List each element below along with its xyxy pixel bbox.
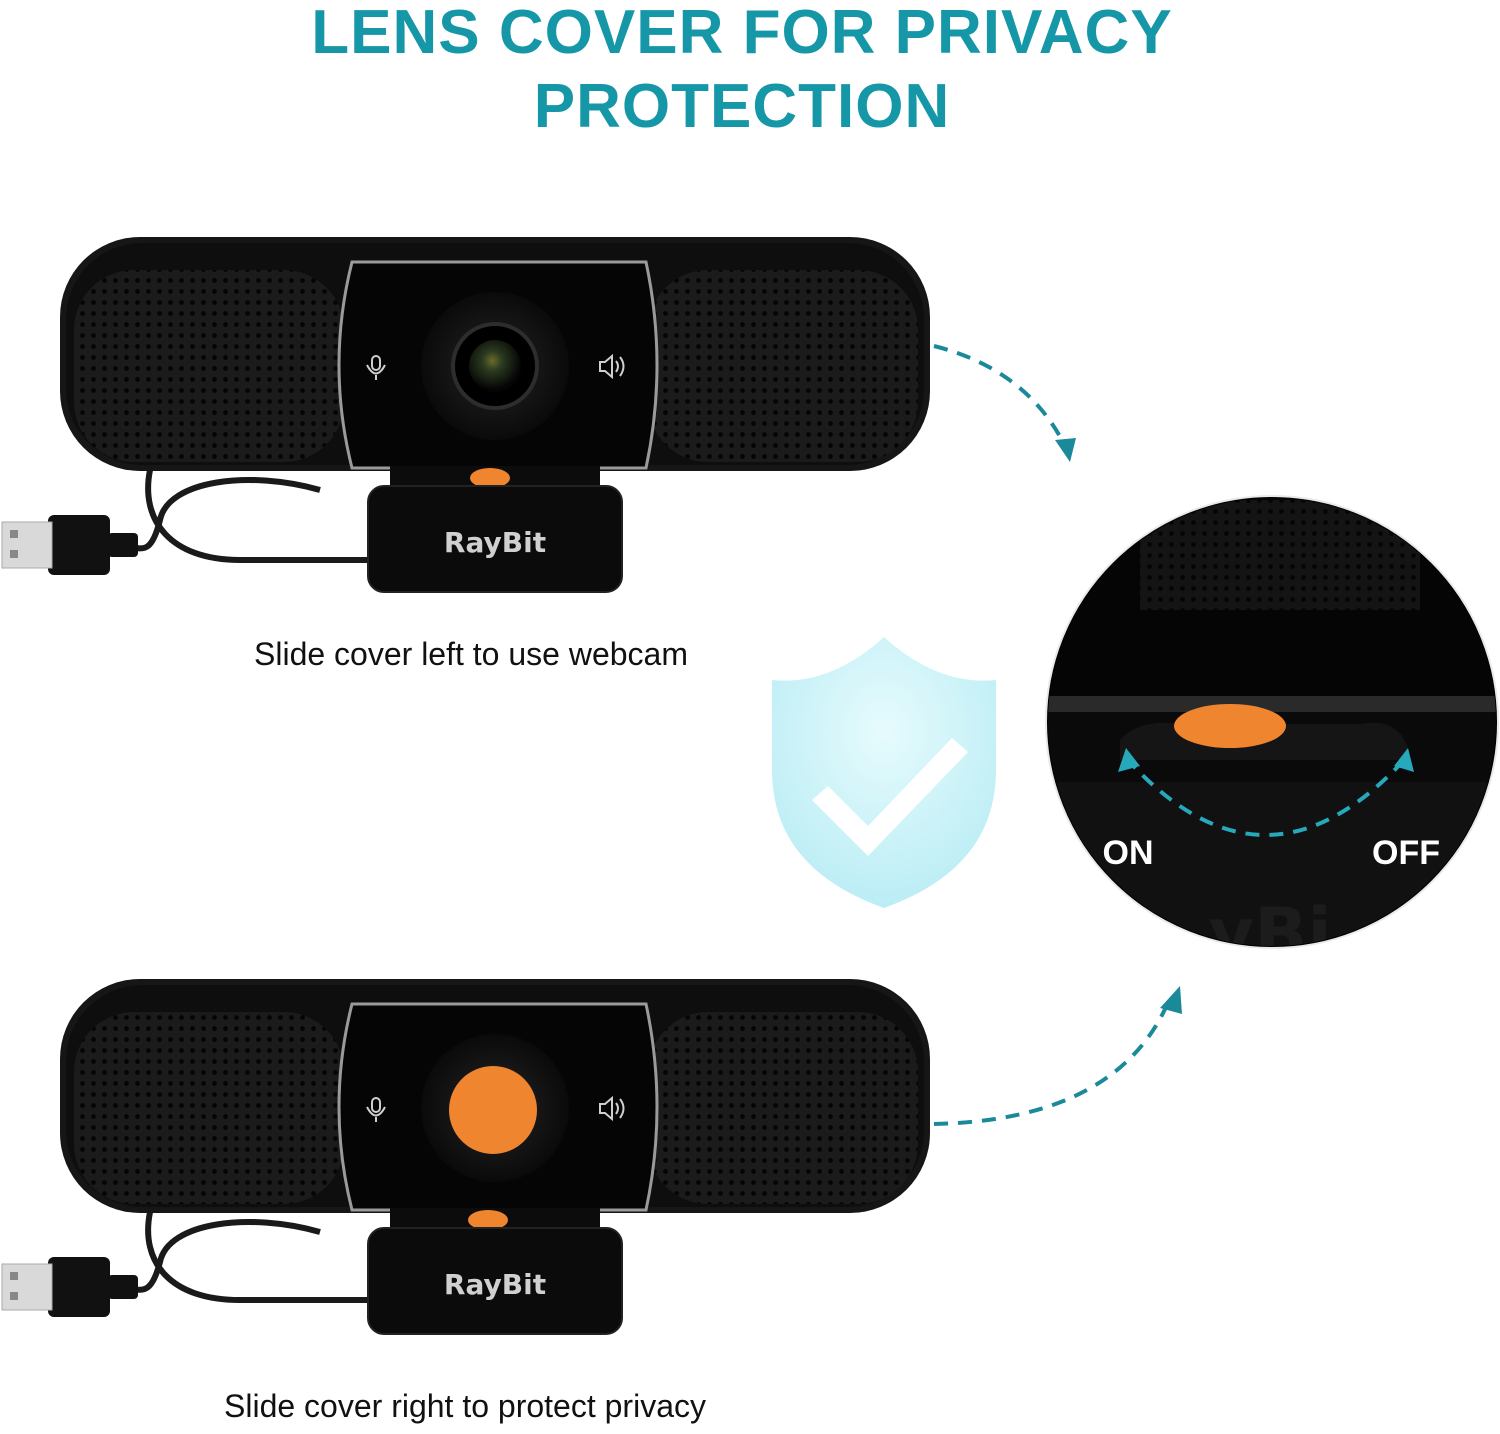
- arrow-bottom-to-zoom: [933, 997, 1172, 1126]
- off-label: OFF: [1372, 834, 1440, 872]
- speaker-icon: [599, 1095, 625, 1122]
- camera-lens: [469, 340, 521, 392]
- usb-plug-icon: [1, 1257, 138, 1317]
- caption-bottom: Slide cover right to protect privacy: [224, 1388, 706, 1424]
- webcam-bottom: RayBit: [1, 979, 930, 1335]
- svg-text:yBi: yBi: [1209, 893, 1332, 975]
- on-label: ON: [1103, 834, 1154, 872]
- usb-plug-icon: [1, 515, 138, 575]
- microphone-icon: [366, 1097, 386, 1122]
- arrow-top-to-zoom: [933, 344, 1070, 453]
- brand-logo: RayBit: [444, 1268, 546, 1301]
- webcam-top: RayBit: [1, 237, 930, 593]
- microphone-icon: [366, 355, 386, 380]
- brand-logo: RayBit: [444, 526, 546, 559]
- speaker-icon: [599, 353, 625, 380]
- zoom-detail: yBi ON OFF: [1045, 495, 1499, 975]
- caption-top: Slide cover left to use webcam: [254, 636, 688, 672]
- lens-cover-closed: [449, 1066, 537, 1154]
- shield-check-icon: [772, 637, 996, 908]
